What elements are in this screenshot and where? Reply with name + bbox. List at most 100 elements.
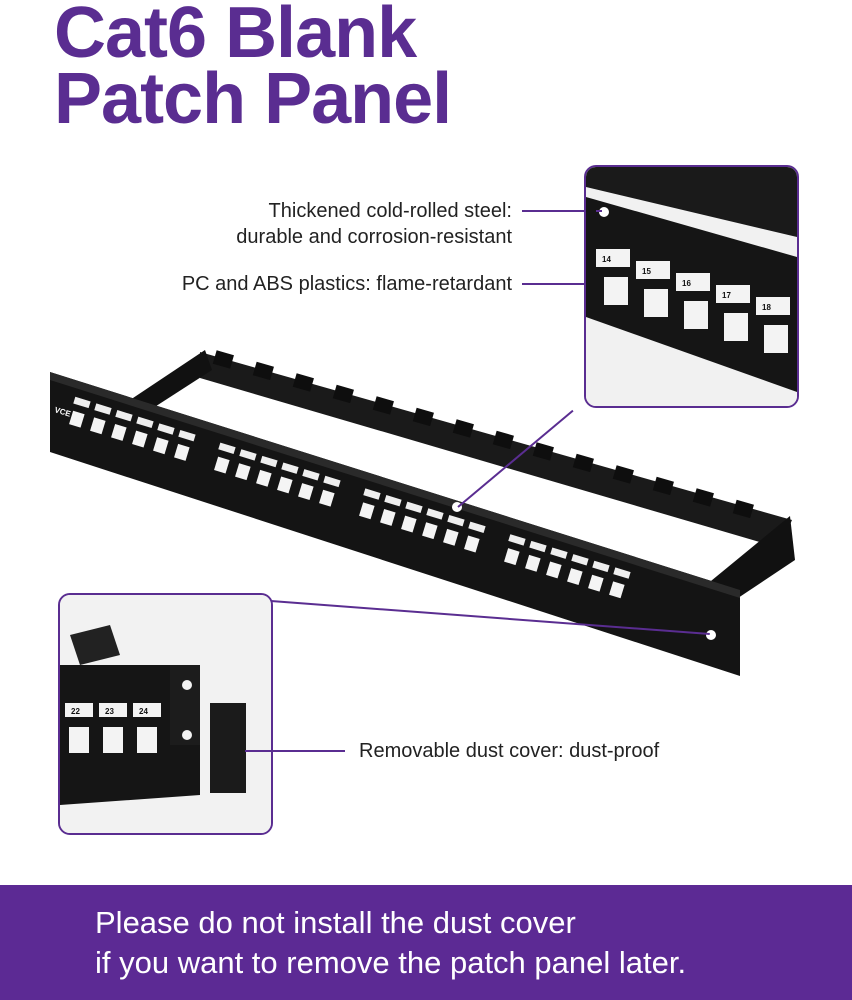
port-label-strip (178, 429, 196, 442)
port-opening (69, 410, 85, 428)
pointer-dot (599, 207, 609, 217)
port-opening (137, 727, 157, 753)
port-label-strip (426, 508, 444, 520)
port-opening (609, 581, 625, 599)
callout-steel-line-2: durable and corrosion-resistant (236, 226, 512, 248)
port-label-strip (384, 495, 402, 507)
port-opening (764, 325, 788, 353)
cable-clip (372, 396, 394, 415)
port-label-strip (468, 521, 486, 533)
port-label-strip (281, 462, 299, 474)
port-opening (111, 424, 127, 441)
port-opening (359, 502, 375, 520)
callout-dust-cover: Removable dust cover: dust-proof (359, 740, 660, 762)
port-label-strip (613, 567, 631, 579)
port-label-strip (115, 410, 133, 422)
port-label-strip (65, 703, 93, 717)
port-label-strip (676, 273, 710, 291)
cable-clip (412, 407, 434, 427)
port-opening (464, 535, 480, 553)
port-label-strip (94, 403, 112, 415)
title-line-1: Cat6 Blank (54, 0, 417, 73)
port-label-strip (716, 285, 750, 303)
callout-steel: Thickened cold-rolled steel: durable and… (236, 198, 512, 250)
port-label-strip (302, 469, 320, 481)
port-label-strip (508, 534, 526, 546)
port-opening (504, 548, 520, 566)
cable-clip (732, 499, 754, 519)
port-label-strip (157, 423, 175, 435)
port-opening (604, 277, 628, 305)
port-label-strip (592, 560, 610, 573)
cable-clip (492, 430, 514, 450)
port-label-strip (571, 554, 589, 566)
port-opening (214, 456, 230, 474)
cable-clip (292, 373, 314, 392)
leader-line (245, 750, 345, 752)
port-opening (235, 463, 251, 481)
inset-bottom-detail: 22 23 24 (58, 593, 273, 835)
port-label-strip (756, 297, 790, 315)
pointer-dot (706, 630, 716, 640)
port-label-strip (323, 475, 341, 488)
front-face-top-edge (50, 372, 740, 598)
port-label-strip (136, 416, 154, 429)
port-label-strip (239, 449, 257, 461)
cable-clip (212, 350, 234, 369)
port-number: 23 (105, 707, 114, 716)
port-label-strip (636, 261, 670, 279)
inset-bottom-illustration: 22 23 24 (60, 595, 271, 833)
page-title: Cat6 Blank Patch Panel (54, 0, 452, 139)
callout-plastics: PC and ABS plastics: flame-retardant (181, 273, 512, 295)
cable-clip (692, 488, 714, 507)
cable-clip (252, 361, 274, 381)
port-opening (174, 443, 190, 461)
port-label-strip (99, 703, 127, 717)
port-label-strip (529, 540, 547, 553)
port-opening (644, 289, 668, 317)
banner-line-2: if you want to remove the patch panel la… (95, 945, 687, 980)
port-label-strip (596, 249, 630, 267)
port-label-strip (405, 501, 423, 514)
port-opening (422, 522, 438, 540)
port-opening (443, 528, 459, 546)
port-opening (684, 301, 708, 329)
pointer-dot (452, 502, 462, 512)
port-opening (69, 727, 89, 753)
port-label-strip (218, 442, 236, 454)
port-opening (525, 554, 541, 572)
port-opening (567, 568, 583, 585)
port-number: 24 (139, 707, 148, 716)
port-opening (724, 313, 748, 341)
banner-line-1: Please do not install the dust cover (95, 905, 576, 940)
cable-clip (332, 384, 354, 404)
port-opening (546, 561, 562, 579)
port-number: 22 (71, 707, 80, 716)
port-opening (277, 476, 293, 494)
port-opening (256, 469, 272, 487)
cable-clip (572, 453, 594, 473)
port-opening (380, 509, 396, 526)
port-number: 17 (722, 291, 731, 300)
port-label-strip (260, 455, 278, 468)
cable-clip (612, 465, 634, 484)
port-label-strip (133, 703, 161, 717)
port-number: 18 (762, 303, 771, 312)
port-opening (588, 574, 604, 592)
title-line-2: Patch Panel (54, 59, 452, 139)
port-label-strip (447, 514, 465, 527)
port-number: 15 (642, 267, 651, 276)
callout-steel-line-1: Thickened cold-rolled steel: (268, 200, 512, 222)
notice-banner: Please do not install the dust cover if … (0, 885, 852, 1000)
cable-clip (652, 476, 674, 496)
port-opening (298, 483, 314, 500)
cable-clip (452, 419, 474, 438)
port-number: 14 (602, 255, 611, 264)
leader-line (522, 210, 602, 212)
leader-line (596, 210, 602, 212)
port-label-strip (363, 488, 381, 500)
port-label-strip (73, 396, 91, 409)
port-opening (153, 437, 169, 455)
port-label-strip (550, 547, 568, 559)
